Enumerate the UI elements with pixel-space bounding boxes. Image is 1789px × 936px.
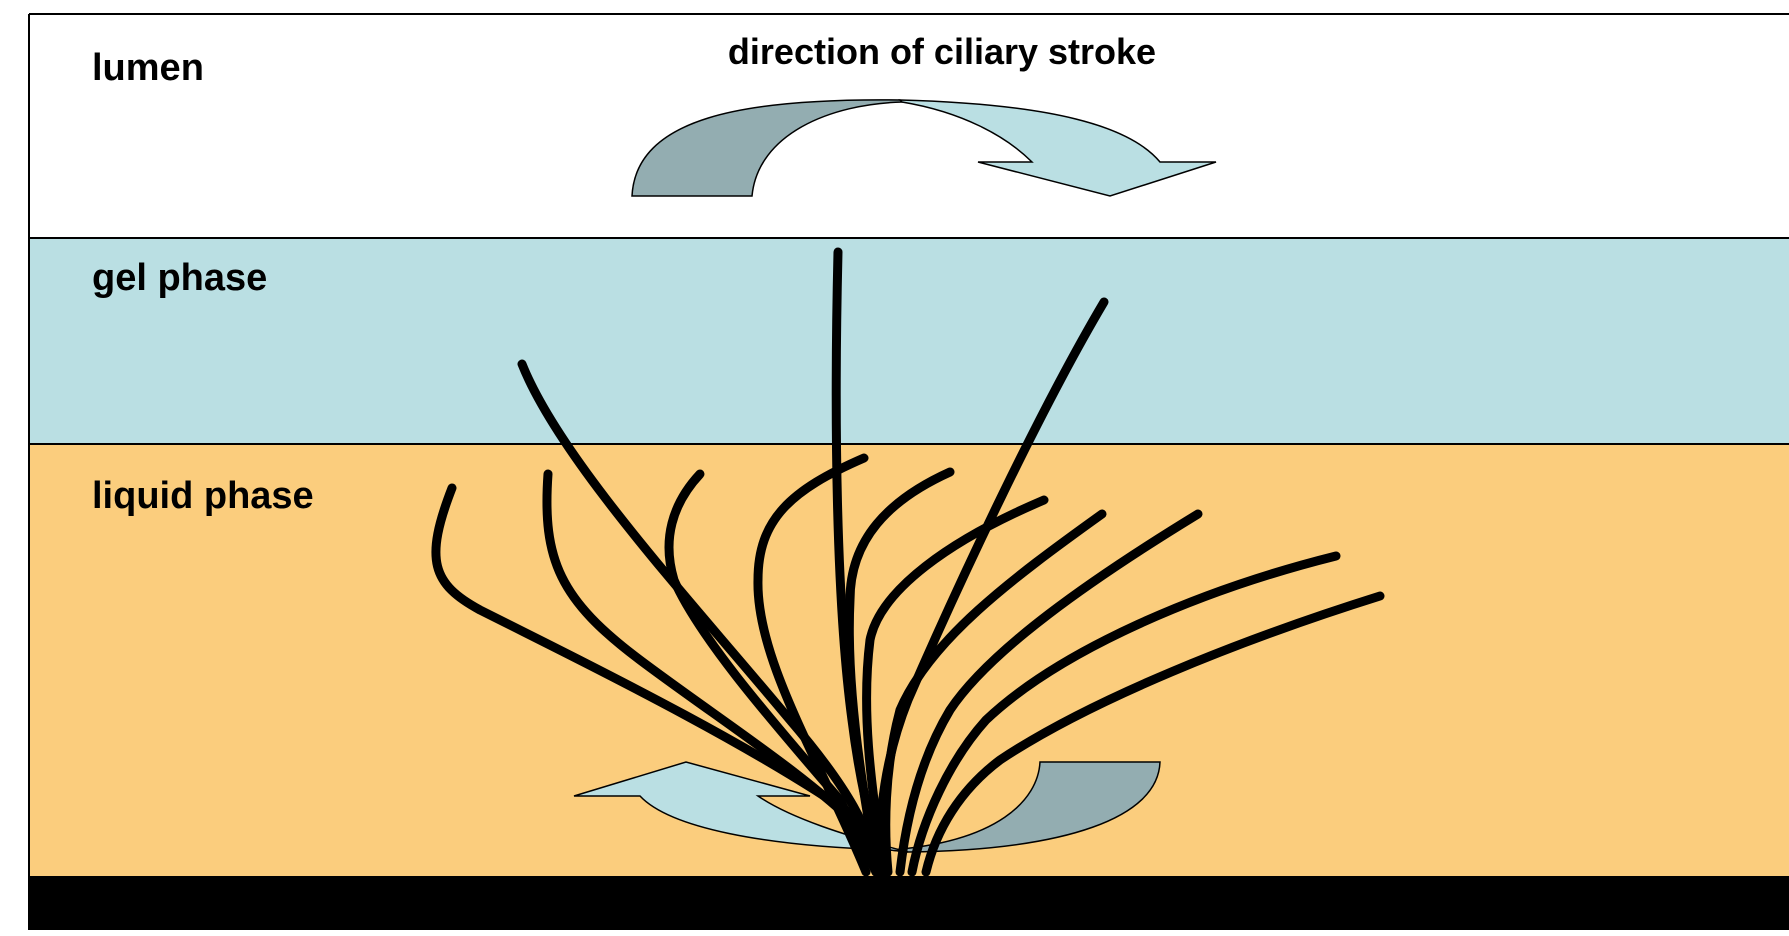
cilium-recovery-5 <box>844 467 955 877</box>
lumen-label: lumen <box>92 47 204 89</box>
cilium-recovery-10 <box>921 591 1385 877</box>
effective-stroke-arrow-head <box>898 99 1217 197</box>
liquid-phase-label: liquid phase <box>92 475 314 517</box>
cilium-recovery-8 <box>895 509 1203 877</box>
cilia-group <box>431 247 1385 877</box>
epithelium-base <box>29 876 1789 930</box>
cilium-recovery-6 <box>862 495 1049 877</box>
gel-phase-layer <box>29 238 1789 444</box>
diagram-title: direction of ciliary stroke <box>728 31 1156 72</box>
cilium-recovery-4 <box>753 453 871 877</box>
cilium-recovery-9 <box>907 551 1341 877</box>
cilium-recovery-3 <box>664 469 881 877</box>
recovery-stroke-arrow-tail <box>889 761 1161 853</box>
cilium-recovery-7 <box>881 509 1107 877</box>
lumen-layer <box>29 14 1789 238</box>
effective-stroke-arrow <box>631 99 1217 197</box>
cilium-recovery-2 <box>542 469 881 877</box>
gel-phase-label: gel phase <box>92 257 267 299</box>
